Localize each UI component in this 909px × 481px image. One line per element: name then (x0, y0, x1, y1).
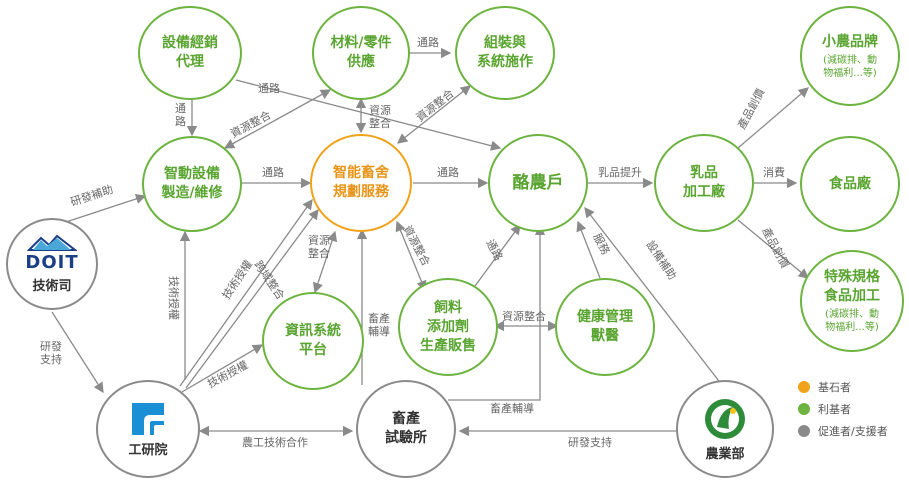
edge-label-feed-farmer: 通路 (483, 237, 505, 263)
edge-label-itri-planning-2: 跨域整合 (252, 258, 288, 302)
node-small-farm-brand: 小農品牌 (減碳排、動 物福利...等) (800, 6, 900, 106)
moa-logo-icon (705, 398, 745, 439)
node-label: 組裝與 系統施作 (477, 35, 533, 70)
edge-coa-farmer (584, 206, 723, 386)
node-label: 工研院 (128, 442, 168, 458)
node-label: 智能畜舍 規劃服務 (333, 165, 389, 200)
edge-label-processing-special: 產品創價 (759, 225, 792, 270)
edge-label-supply-assembly: 通路 (417, 36, 439, 49)
edge-info-planning (312, 230, 338, 294)
node-assembly: 組裝與 系統施作 (455, 6, 555, 100)
legend-label: 基石者 (818, 381, 851, 394)
node-label: 材料/零件 供應 (330, 35, 392, 70)
node-sublabel: (減碳排、動 物福利...等) (823, 54, 877, 79)
node-label: 設備經銷 代理 (162, 35, 218, 70)
edge-label-coa-institute: 研發支持 (568, 435, 612, 449)
edge-institute-farmer (448, 224, 546, 401)
edge-label-itri-planning-1: 技術授權 (219, 257, 255, 301)
node-materials-supply: 材料/零件 供應 (312, 6, 410, 100)
node-special-spec: 特殊規格 食品加工 (減碳排、動 物福利...等) (800, 250, 904, 352)
node-smart-planning: 智能畜舍 規劃服務 (310, 134, 412, 232)
node-health-mgmt: 健康管理 獸醫 (555, 278, 655, 376)
edge-label-smart-planning: 通路 (262, 166, 284, 179)
edge-itri-info (181, 344, 264, 393)
node-label: 畜產 試驗所 (385, 411, 427, 446)
edge-label-materials-planning: 資源整合 (369, 103, 391, 130)
node-label: 食品廠 (829, 175, 871, 192)
node-food-factory: 食品廠 (800, 136, 900, 232)
node-label: 技術司 (32, 279, 72, 294)
node-doit: DOIT 技術司 (6, 218, 98, 310)
node-label: 智動設備 製造/維修 (161, 166, 223, 201)
edge-label-health-farmer: 服務 (590, 231, 613, 257)
legend: 基石者 利基者 促進者/支援者 (798, 376, 888, 442)
edge-label-planning-feed: 資源整合 (400, 223, 433, 268)
node-feed-additive: 飼料 添加劑 生產販售 (398, 278, 498, 376)
node-itri: 工研院 (96, 380, 200, 478)
node-equipment-dealer: 設備經銷 代理 (138, 6, 242, 100)
legend-item: 促進者/支援者 (798, 420, 888, 442)
edge-itri-planning-2 (185, 208, 319, 389)
edge-label-institute-planning: 畜產輔導 (368, 311, 390, 338)
edge-label-info-planning: 資源整合 (308, 233, 330, 260)
edge-label-processing-brand: 產品創價 (734, 86, 767, 131)
node-label: 小農品牌 (822, 33, 878, 50)
legend-dot-orange (798, 381, 810, 393)
edge-label-feed-health: 資源整合 (502, 309, 546, 323)
edge-processing-special (737, 219, 810, 279)
edge-label-processing-food: 消費 (763, 165, 785, 179)
legend-label: 促進者/支援者 (818, 425, 888, 438)
node-dairy-farmer: 酪農戶 (488, 134, 588, 232)
node-smart-manufacture: 智動設備 製造/維修 (142, 136, 242, 232)
node-label: 資訊系統 平台 (285, 323, 341, 358)
edge-dealer-farmer (235, 79, 502, 151)
edge-label-dealer-farmer: 通路 (258, 82, 280, 95)
node-dairy-processing: 乳品 加工廠 (654, 134, 754, 232)
edge-doit-itri (51, 311, 104, 394)
node-label: 飼料 添加劑 生產販售 (420, 299, 476, 354)
legend-dot-gray (798, 425, 810, 437)
edge-processing-brand (737, 87, 809, 149)
edge-label-assembly-planning: 資源整合 (413, 86, 456, 124)
edge-label-itri-smart: 技術授權 (167, 276, 181, 320)
edge-label-itri-institute: 農工技術合作 (242, 435, 308, 449)
edge-feed-farmer (471, 223, 521, 291)
node-label: 農業部 (705, 446, 745, 462)
edge-planning-feed (395, 220, 427, 292)
node-info-system: 資訊系統 平台 (262, 292, 364, 390)
node-coa: 農業部 (676, 380, 774, 478)
mountain-logo-icon (27, 234, 77, 251)
legend-dot-green (798, 403, 810, 415)
edge-doit-smart (59, 193, 147, 225)
node-label: 酪農戶 (512, 172, 564, 193)
legend-label: 利基者 (818, 403, 851, 416)
edge-itri-planning-1 (179, 198, 313, 387)
edge-label-farmer-processing: 乳品提升 (598, 166, 642, 179)
legend-item: 利基者 (798, 398, 888, 420)
edge-label-doit-itri: 研發支持 (40, 339, 62, 366)
node-label: 健康管理 獸醫 (577, 309, 633, 344)
node-livestock-institute: 畜產 試驗所 (356, 380, 456, 478)
node-label: 特殊規格 食品加工 (824, 269, 880, 304)
edge-label-institute-farmer: 畜產輔導 (490, 401, 534, 415)
doit-logo-text: DOIT (25, 252, 79, 273)
legend-item: 基石者 (798, 376, 888, 398)
edge-label-coa-farmer: 設備補助 (644, 238, 680, 282)
edge-label-planning-farmer: 通路 (437, 166, 459, 179)
edge-label-doit-smart: 研發補助 (69, 182, 115, 209)
edge-smart-materials (223, 89, 332, 149)
edge-assembly-planning (396, 85, 472, 144)
itri-logo-icon (132, 402, 164, 435)
edge-label-dealer-smart: 通路 (175, 102, 186, 128)
edge-health-farmer (576, 220, 601, 279)
node-sublabel: (減碳排、動 物福利...等) (825, 309, 879, 333)
node-label: 乳品 加工廠 (683, 165, 725, 200)
edge-label-smart-materials: 資源整合 (228, 108, 273, 141)
